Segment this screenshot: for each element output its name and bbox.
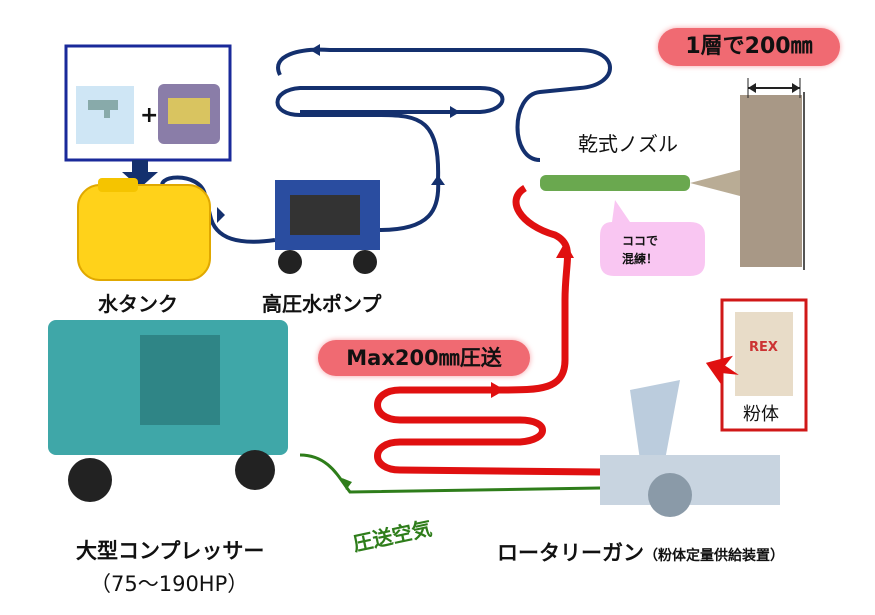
arrow-icon (705, 355, 739, 386)
rotary-gun-image (630, 380, 680, 460)
compressor-hp-label: （75～190HP） (90, 572, 249, 596)
max-feed-badge: Max200㎜圧送 (318, 340, 530, 376)
material-hose (374, 185, 601, 476)
gun-label-sub: （粉体定量供給装置） (644, 548, 784, 564)
pump-label: 高圧水ポンプ (262, 292, 382, 316)
powder-bag-text: REX (749, 340, 778, 355)
water-tank-image (77, 184, 211, 281)
concrete-layer (740, 95, 802, 267)
gun-label-main: ロータリーガン (497, 541, 644, 565)
nozzle-label: 乾式ノズル (578, 132, 678, 156)
nozzle-image (540, 175, 690, 191)
mix-bubble (600, 200, 705, 276)
faucet-shape (88, 100, 118, 118)
powder-bag-image (735, 312, 793, 396)
layer-thickness-badge: 1層で200㎜ (658, 28, 840, 66)
compressor-label: 大型コンプレッサー (76, 539, 265, 563)
bubble-line1: ココで (622, 234, 659, 248)
bubble-line2: 混練！ (622, 252, 659, 266)
gun-label: ロータリーガン（粉体定量供給装置） (497, 537, 784, 567)
svg-text:+: + (140, 103, 158, 128)
air-line (299, 453, 601, 494)
powder-label: 粉体 (743, 404, 779, 425)
water-tank-label: 水タンク (98, 292, 178, 316)
arrow-down-icon (122, 160, 158, 188)
